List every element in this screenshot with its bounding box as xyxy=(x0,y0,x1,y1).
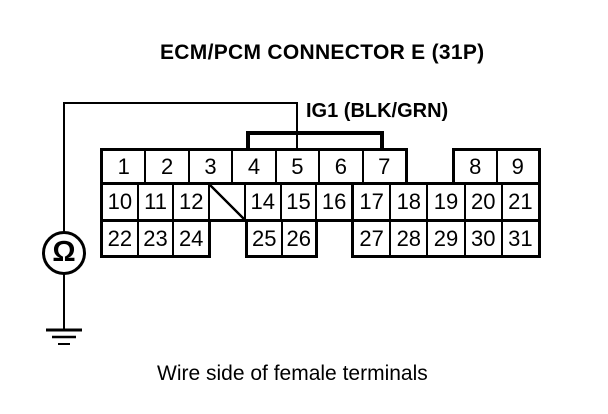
ohm-symbol: Ω xyxy=(52,235,76,268)
terminal-31: 31 xyxy=(500,222,538,255)
terminal-2: 2 xyxy=(144,151,187,182)
terminal-25: 25 xyxy=(252,225,277,251)
terminal-14: 14 xyxy=(243,185,280,219)
wire-label-ig1: IG1 (BLK/GRN) xyxy=(306,100,449,122)
terminal-20: 20 xyxy=(463,185,501,219)
terminal-3: 3 xyxy=(187,151,231,182)
terminal-17: 17 xyxy=(359,189,384,214)
terminal-30: 30 xyxy=(463,222,501,255)
connector-block-8-9: 8 9 xyxy=(452,148,541,185)
terminal-11: 11 xyxy=(136,185,173,219)
terminal-21: 21 xyxy=(500,185,538,219)
terminal-9: 9 xyxy=(495,151,539,182)
terminal-15: 15 xyxy=(279,185,316,219)
terminal-29: 29 xyxy=(426,222,463,255)
terminal-18: 18 xyxy=(389,185,426,219)
terminal-22: 22 xyxy=(107,225,133,251)
diagram-caption: Wire side of female terminals xyxy=(157,362,428,385)
terminal-24: 24 xyxy=(172,222,208,255)
terminal-4: 4 xyxy=(231,151,274,182)
terminal-5: 5 xyxy=(274,151,318,182)
page-title: ECM/PCM CONNECTOR E (31P) xyxy=(160,41,485,64)
ground-icon xyxy=(46,328,82,345)
connector-block-22-24: 22 23 24 xyxy=(100,219,211,258)
terminal-27: 27 xyxy=(359,225,384,251)
terminal-1: 1 xyxy=(117,153,130,179)
terminal-19: 19 xyxy=(426,185,463,219)
connector-block-27-31: 27 28 29 30 31 xyxy=(351,219,541,258)
terminal-23: 23 xyxy=(136,222,173,255)
terminal-28: 28 xyxy=(389,222,426,255)
terminal-6: 6 xyxy=(318,151,361,182)
terminal-10: 10 xyxy=(107,189,133,214)
connector-block-10-16: 10 11 12 14 15 16 xyxy=(100,182,354,222)
connector-block-1-7: 1 2 3 4 5 6 7 xyxy=(100,148,408,185)
connector-block-25-26: 25 26 xyxy=(245,219,318,258)
terminal-26: 26 xyxy=(280,222,316,255)
ohmmeter-icon: Ω xyxy=(42,231,86,275)
terminal-7: 7 xyxy=(361,151,405,182)
terminal-16: 16 xyxy=(315,185,351,219)
terminal-13-blank xyxy=(208,185,244,219)
connector-block-17-21: 17 18 19 20 21 xyxy=(351,182,541,222)
terminal-8: 8 xyxy=(469,153,482,179)
terminal-12: 12 xyxy=(172,185,208,219)
